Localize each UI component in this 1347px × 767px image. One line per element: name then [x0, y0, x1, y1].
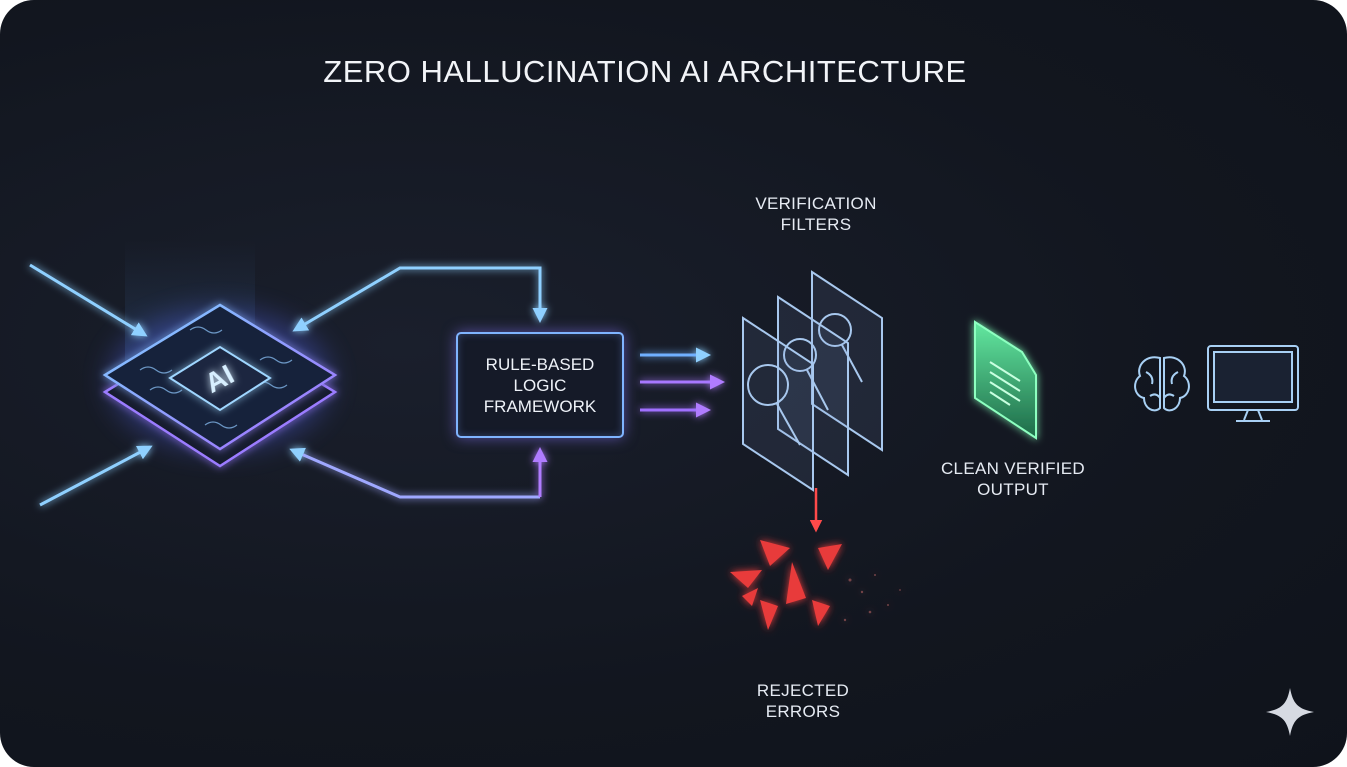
sparkle-icon [1266, 688, 1314, 736]
clean-output-label: CLEAN VERIFIED OUTPUT [903, 458, 1123, 500]
page-title: ZERO HALLUCINATION AI ARCHITECTURE [323, 54, 967, 89]
ai-chip-icon [102, 240, 338, 468]
label-line: REJECTED [756, 681, 850, 700]
monitor-icon [1207, 345, 1299, 422]
logic-line: RULE-BASED [485, 354, 595, 374]
label-line: VERIFICATION [755, 194, 877, 213]
label-line: ERRORS [765, 702, 841, 721]
rejected-errors-label: REJECTED ERRORS [703, 680, 903, 722]
brain-icon [1134, 356, 1190, 412]
verification-filters-label: VERIFICATION FILTERS [716, 193, 916, 235]
logic-line: LOGIC [513, 375, 567, 395]
verified-document-icon [974, 320, 1037, 440]
verification-filters-icon [742, 270, 883, 492]
label-line: FILTERS [780, 215, 852, 234]
label-line: CLEAN VERIFIED [940, 459, 1085, 478]
logic-to-filter-arrows [640, 347, 725, 418]
rule-based-logic-box: RULE-BASED LOGIC FRAMEWORK [456, 332, 624, 438]
feedback-loop-arrows [289, 266, 548, 499]
input-arrows [29, 263, 153, 507]
label-line: OUTPUT [977, 480, 1049, 499]
shattered-errors-icon [730, 540, 901, 630]
logic-line: FRAMEWORK [483, 396, 597, 416]
